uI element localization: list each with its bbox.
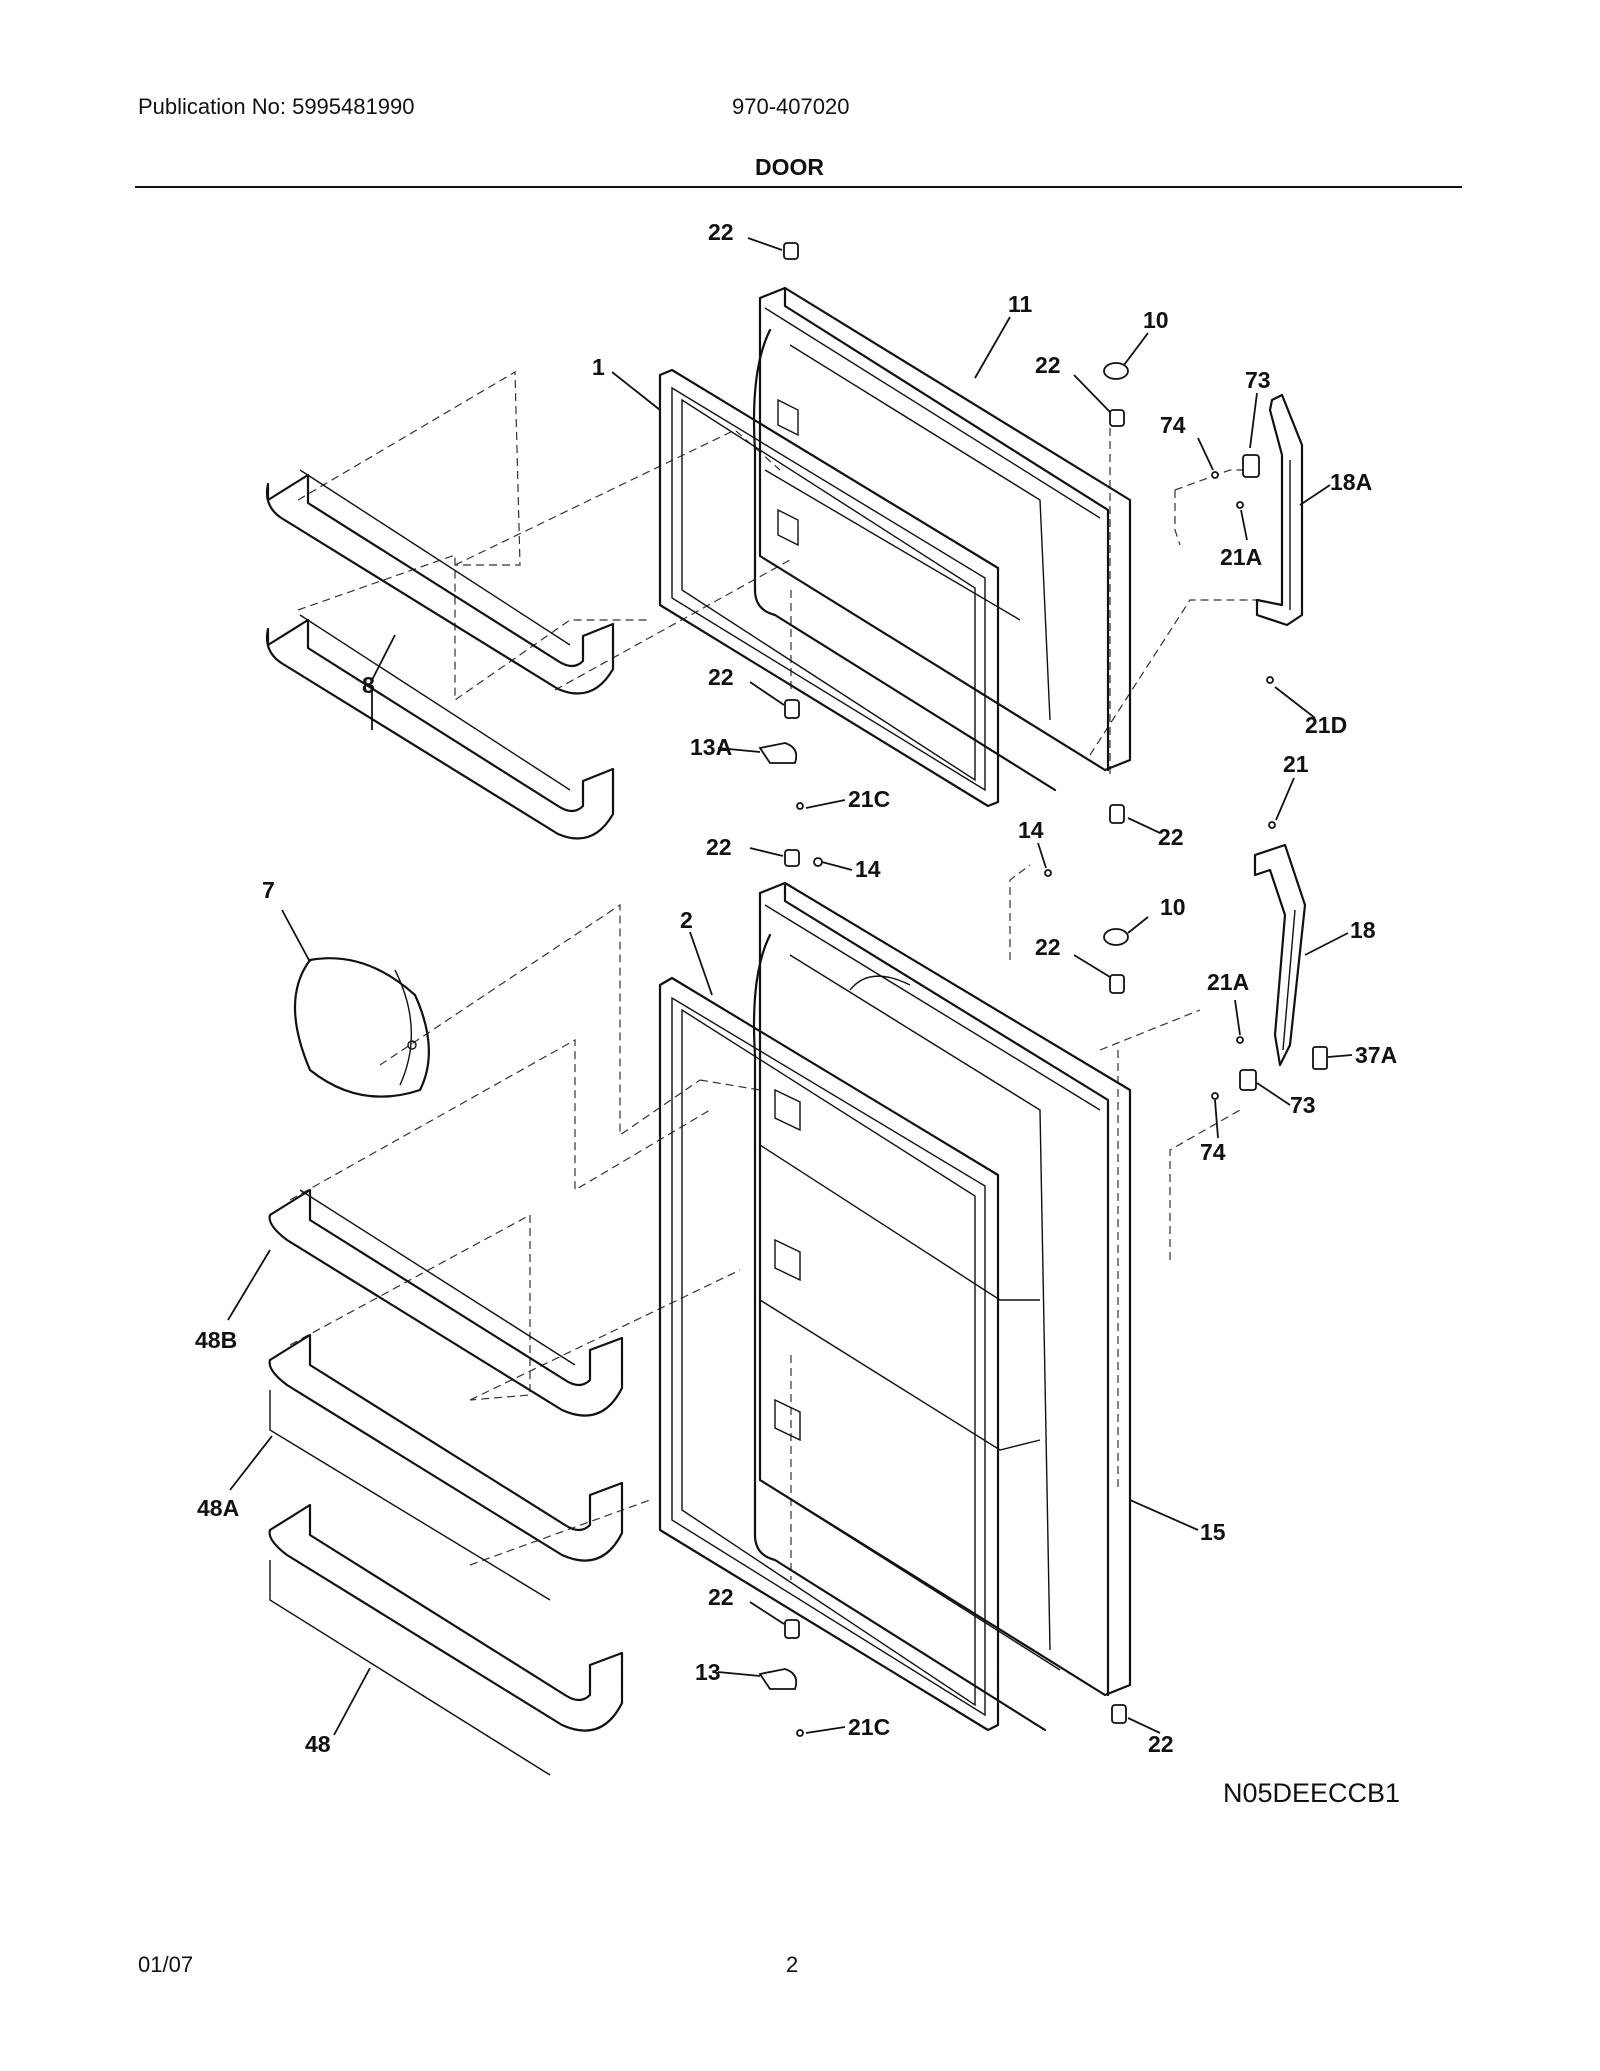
screw-14-a bbox=[813, 857, 823, 867]
callout-8: 8 bbox=[362, 672, 375, 698]
dairy-bin-7 bbox=[294, 957, 430, 1098]
assembly-dash-lines bbox=[289, 370, 1260, 1580]
freezer-gasket-1 bbox=[658, 368, 1000, 808]
leader-lines bbox=[227, 237, 1353, 1736]
callout-73: 73 bbox=[1290, 1092, 1316, 1118]
header-rule bbox=[135, 186, 1462, 188]
callout-37A: 37A bbox=[1355, 1042, 1397, 1068]
cap-73-b bbox=[1239, 1069, 1257, 1091]
callout-10: 10 bbox=[1160, 894, 1186, 920]
screw-21C-a bbox=[796, 802, 804, 810]
callout-13: 13 bbox=[695, 1659, 721, 1685]
hinge-18A bbox=[1255, 393, 1304, 627]
screw-74-b bbox=[1211, 1092, 1219, 1100]
callout-14: 14 bbox=[855, 856, 881, 882]
callout-21A: 21A bbox=[1220, 544, 1262, 570]
plug-10-b bbox=[1103, 928, 1129, 946]
callout-48: 48 bbox=[305, 1731, 331, 1757]
freezer-door-11 bbox=[752, 286, 1132, 792]
callout-22: 22 bbox=[706, 834, 732, 860]
door-bin-48 bbox=[268, 1503, 624, 1776]
callout-21A: 21A bbox=[1207, 969, 1249, 995]
screw-22-a bbox=[1109, 409, 1125, 427]
screw-21C-b bbox=[796, 1729, 804, 1737]
screw-22-e bbox=[1109, 974, 1125, 994]
page-number: 2 bbox=[786, 1952, 799, 1977]
hardware-parts bbox=[758, 242, 1328, 1737]
callout-14: 14 bbox=[1018, 817, 1044, 843]
callout-22: 22 bbox=[708, 664, 734, 690]
callout-21: 21 bbox=[1283, 751, 1309, 777]
screw-74-a bbox=[1211, 471, 1219, 479]
screw-22-top bbox=[783, 242, 799, 260]
footer-date: 01/07 bbox=[138, 1952, 194, 1977]
callout-74: 74 bbox=[1200, 1139, 1226, 1165]
callout-48B: 48B bbox=[195, 1327, 237, 1353]
door-bin-48A bbox=[268, 1333, 624, 1601]
screw-21D bbox=[1266, 676, 1274, 684]
callout-15: 15 bbox=[1200, 1519, 1226, 1545]
model-number: 970-407020 bbox=[732, 94, 850, 119]
callout-7: 7 bbox=[262, 877, 275, 903]
screw-22-f bbox=[784, 1619, 800, 1639]
screw-21A-a bbox=[1236, 501, 1244, 509]
callout-2: 2 bbox=[680, 907, 693, 933]
screw-14-b bbox=[1044, 869, 1052, 877]
callout-22: 22 bbox=[708, 1584, 734, 1610]
plug-10-a bbox=[1103, 362, 1129, 380]
fresh-food-gasket-2 bbox=[658, 976, 1000, 1732]
callout-21C: 21C bbox=[848, 786, 890, 812]
shim-13 bbox=[758, 1668, 798, 1690]
callout-22: 22 bbox=[1158, 824, 1184, 850]
screw-21A-b bbox=[1236, 1036, 1244, 1044]
diagram-code: N05DEECCB1 bbox=[1223, 1778, 1401, 1808]
screw-22-c bbox=[1109, 804, 1125, 824]
door-bin-48B bbox=[268, 1188, 624, 1417]
shelf-8-upper bbox=[265, 469, 615, 695]
callout-labels: 22 11 10 22 73 74 18A 21A 21D 1 8 22 13A… bbox=[195, 219, 1397, 1757]
callout-22: 22 bbox=[1035, 934, 1061, 960]
callout-21D: 21D bbox=[1305, 712, 1347, 738]
callout-22: 22 bbox=[1148, 1731, 1174, 1757]
callout-22: 22 bbox=[1035, 352, 1061, 378]
callout-74: 74 bbox=[1160, 412, 1186, 438]
callout-18: 18 bbox=[1350, 917, 1376, 943]
screw-22-g bbox=[1111, 1704, 1127, 1724]
page-title: DOOR bbox=[755, 154, 824, 180]
callout-11: 11 bbox=[1008, 291, 1033, 317]
callout-48A: 48A bbox=[197, 1495, 239, 1521]
callout-13A: 13A bbox=[690, 734, 732, 760]
cover-37A bbox=[1312, 1046, 1328, 1070]
callout-73: 73 bbox=[1245, 367, 1271, 393]
callout-22: 22 bbox=[708, 219, 734, 245]
shelf-8-lower bbox=[265, 614, 615, 840]
callout-1: 1 bbox=[592, 354, 605, 380]
callout-21C: 21C bbox=[848, 1714, 890, 1740]
cap-73-a bbox=[1242, 454, 1260, 478]
screw-21 bbox=[1268, 821, 1276, 829]
publication-number: Publication No: 5995481990 bbox=[138, 94, 415, 119]
callout-18A: 18A bbox=[1330, 469, 1372, 495]
fresh-food-door-15 bbox=[752, 881, 1132, 1732]
callout-10: 10 bbox=[1143, 307, 1169, 333]
screw-22-d bbox=[784, 849, 800, 867]
screw-22-b bbox=[784, 699, 800, 719]
hinge-18 bbox=[1253, 843, 1307, 1067]
shim-13A bbox=[758, 742, 798, 764]
